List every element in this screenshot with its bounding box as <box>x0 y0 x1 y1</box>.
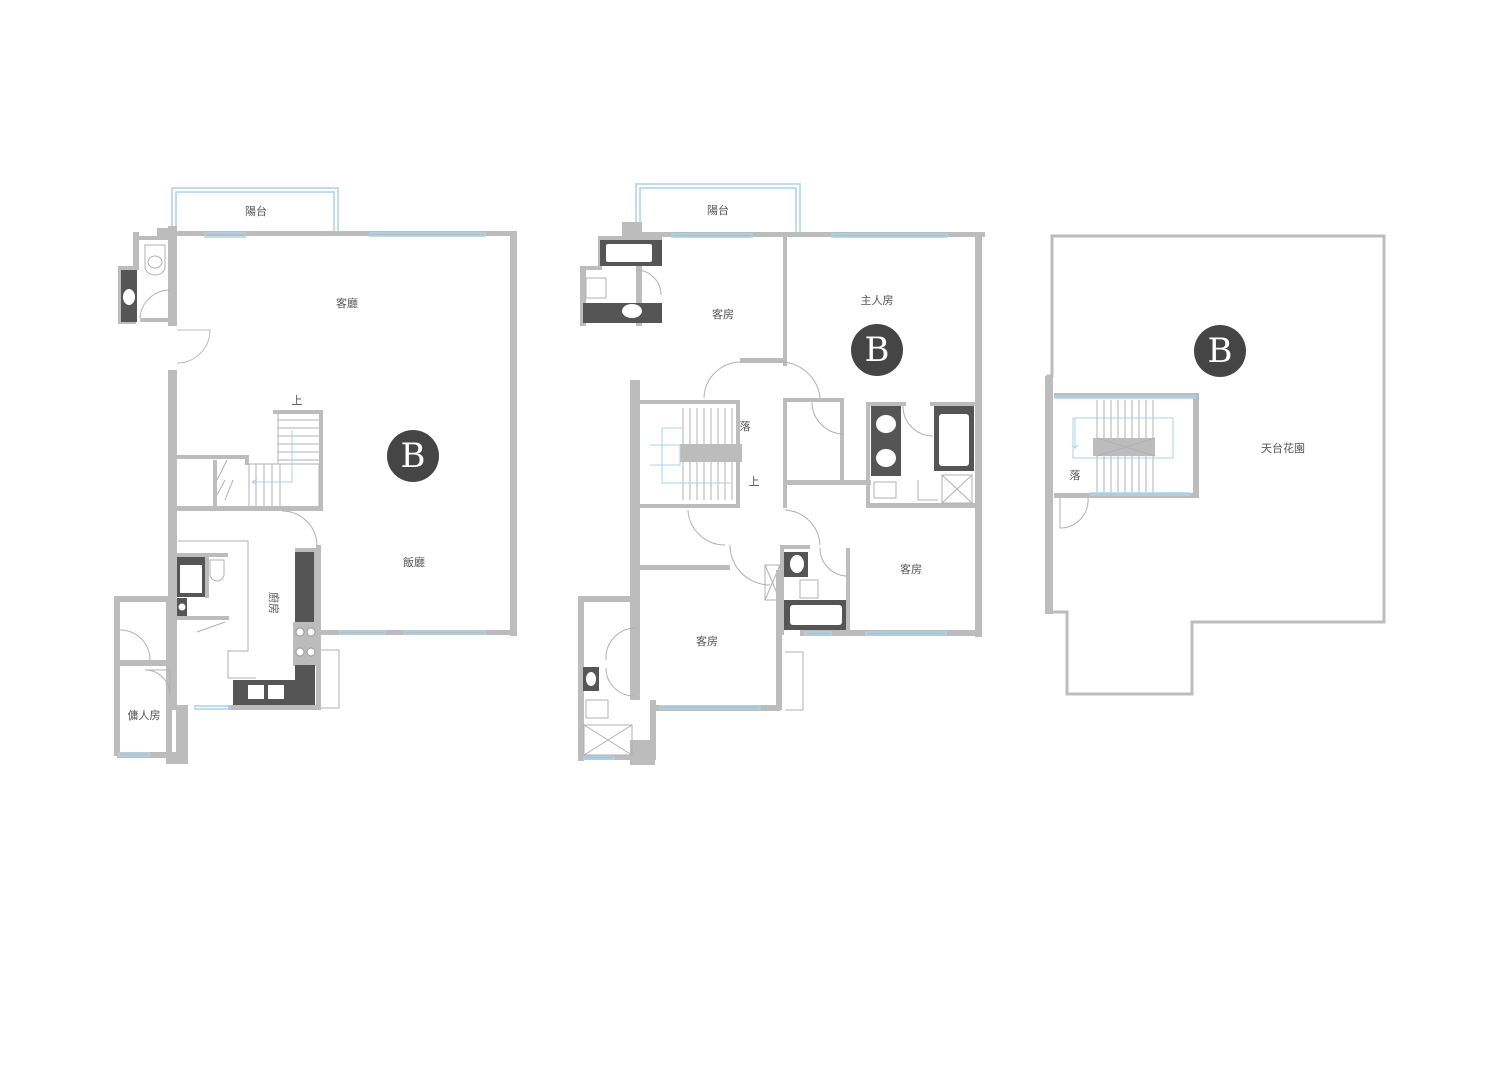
unit-badge-3-label: B <box>1208 331 1233 371</box>
unit-badge-3 <box>1194 325 1246 377</box>
maid-room-label: 傭人房 <box>128 708 161 722</box>
unit-badge-2 <box>851 324 903 376</box>
guest-room-2-label: 客房 <box>900 562 922 576</box>
master-room-label: 主人房 <box>861 294 894 307</box>
balcony-label: 陽台 <box>245 204 267 218</box>
floor-plan-1: 陽台 客廳 上 飯廳 廚房 傭人房 B <box>114 187 517 764</box>
balcony-label-2: 陽台 <box>707 203 729 217</box>
roof-outline <box>1046 234 1386 696</box>
floor-plan-2: 陽台 客房 主人房 落 上 客房 客房 B <box>578 183 985 765</box>
unit-badge-1-label: B <box>401 436 426 476</box>
stair-up-label-2: 上 <box>749 475 760 488</box>
guest-room-1-label: 客房 <box>712 307 734 321</box>
living-room-label: 客廳 <box>336 296 358 310</box>
stair-up-label: 上 <box>292 394 303 407</box>
unit-badge-1 <box>387 430 439 482</box>
stair-down-label: 落 <box>740 420 751 433</box>
balcony-outline <box>171 187 339 234</box>
unit-badge-2-label: B <box>865 330 890 370</box>
kitchen-label: 廚房 <box>267 592 281 614</box>
dining-room-label: 飯廳 <box>403 555 425 569</box>
floor-plan-roof: 落 天台花園 B <box>1045 234 1386 696</box>
roof-stair-down-label: 落 <box>1070 469 1081 482</box>
balcony-outline-2 <box>635 183 801 232</box>
guest-room-3-label: 客房 <box>696 634 718 648</box>
roof-garden-label: 天台花園 <box>1261 441 1305 455</box>
